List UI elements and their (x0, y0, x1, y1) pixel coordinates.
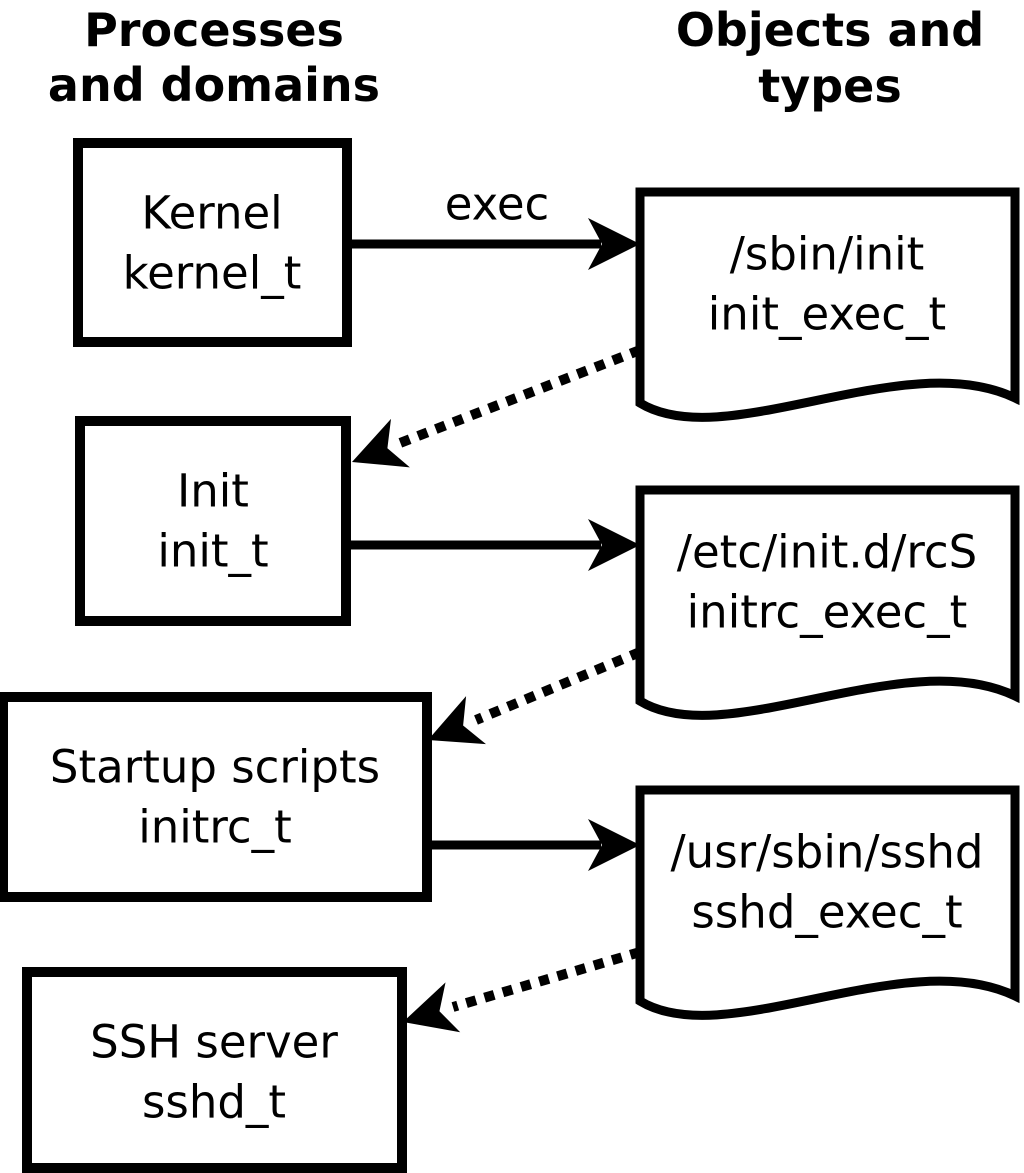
process-domain-type: initrc_t (138, 801, 292, 854)
transition-arrow-line (451, 947, 642, 1012)
arrowhead-icon (588, 819, 640, 871)
exec-arrow-init-to-rcs (346, 519, 640, 571)
right-column-title-line1: Objects and (676, 3, 984, 57)
object-node-sbin-init: /sbin/init init_exec_t (635, 187, 1020, 422)
process-domain-type: sshd_t (142, 1076, 286, 1129)
left-column-header: Processes and domains (48, 3, 380, 112)
arrowhead-icon (352, 418, 410, 468)
object-path: /etc/init.d/rcS (677, 526, 977, 579)
object-path: /sbin/init (730, 228, 925, 281)
document-shape (635, 785, 1020, 1020)
process-label: SSH server (90, 1016, 338, 1069)
process-box (0, 692, 432, 902)
object-path: /usr/sbin/sshd (671, 826, 984, 879)
process-node-ssh-server: SSH server sshd_t (22, 967, 407, 1173)
process-domain-type: init_t (157, 525, 268, 578)
transition-arrow-line (474, 647, 642, 725)
exec-arrow-kernel-to-sbin-init: exec (347, 178, 640, 270)
object-node-usr-sbin-sshd: /usr/sbin/sshd sshd_exec_t (635, 785, 1020, 1020)
object-type: sshd_exec_t (691, 886, 962, 939)
document-shape (635, 485, 1020, 720)
left-column-title-line1: Processes (84, 3, 344, 57)
transition-arrow-sbin-init-to-init (352, 345, 642, 468)
process-label: Kernel (141, 187, 282, 240)
object-type: initrc_exec_t (687, 586, 968, 639)
object-type: init_exec_t (708, 288, 946, 341)
process-box (22, 967, 407, 1173)
process-node-kernel: Kernel kernel_t (73, 138, 352, 347)
process-box (75, 416, 351, 626)
exec-label: exec (445, 178, 550, 231)
arrowhead-icon (428, 696, 486, 745)
process-label: Init (177, 465, 249, 518)
process-box (73, 138, 352, 347)
right-column-title-line2: types (758, 59, 901, 113)
arrowhead-icon (588, 218, 640, 270)
process-node-init: Init init_t (75, 416, 351, 626)
document-shape (635, 187, 1020, 422)
process-domain-type: kernel_t (123, 247, 302, 300)
right-column-header: Objects and types (676, 3, 984, 113)
process-node-startup-scripts: Startup scripts initrc_t (0, 692, 432, 902)
transition-arrow-sshd-exec-to-sshd (403, 947, 642, 1033)
left-column-title-line2: and domains (48, 58, 380, 112)
process-label: Startup scripts (50, 741, 380, 794)
transition-arrow-line (398, 345, 642, 448)
arrowhead-icon (588, 519, 640, 571)
transition-arrow-rcs-to-initrc (428, 647, 642, 745)
object-node-etc-initd-rcs: /etc/init.d/rcS initrc_exec_t (635, 485, 1020, 720)
arrowhead-icon (403, 982, 461, 1033)
exec-arrow-initrc-to-sshd (427, 819, 640, 871)
